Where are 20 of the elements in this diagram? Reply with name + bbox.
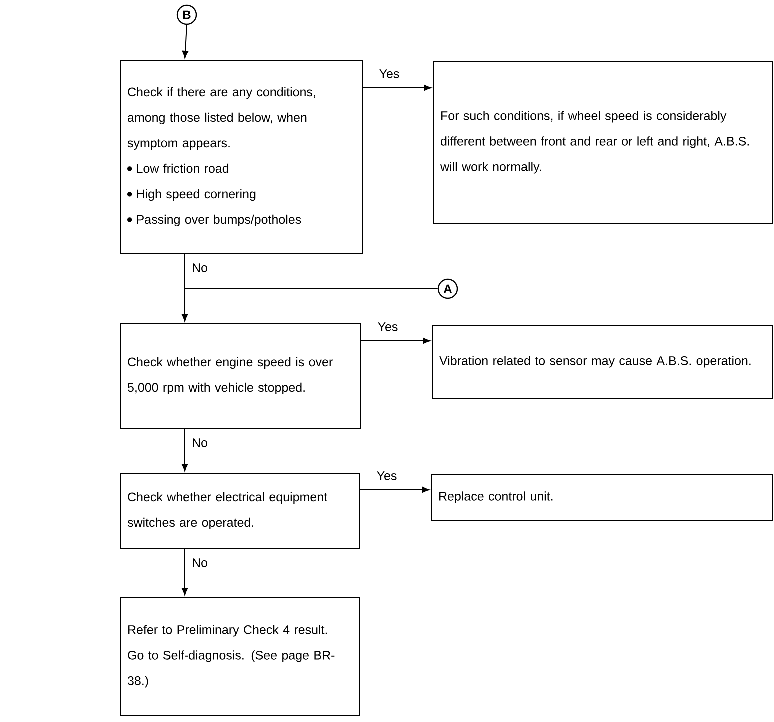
process-box: Check whether engine speed is over 5,000 rpm with vehicle stopped. bbox=[120, 323, 361, 429]
process-box: Check whether electrical equipment switches are operated. bbox=[120, 472, 360, 549]
edge-label: Yes bbox=[376, 470, 398, 482]
edge-label: No bbox=[191, 262, 209, 274]
process-box: For such conditions, if wheel speed is considerably different between front and rear or left and right, A.B.S. will work normally. bbox=[433, 60, 773, 224]
edge-label: No bbox=[191, 438, 209, 448]
arrow bbox=[360, 486, 430, 494]
process-box: Vibration related to sensor may cause A.B.S. operation. bbox=[432, 325, 773, 399]
arrow bbox=[362, 84, 432, 92]
arrow bbox=[182, 428, 188, 472]
arrow bbox=[182, 548, 188, 596]
edge-label: Yes bbox=[378, 68, 401, 80]
arrow bbox=[360, 338, 430, 344]
process-box: Check if there are any conditions, among those listed below, when symptom appears. Low friction road High speed cornering Passing over bumps/potholes bbox=[120, 60, 363, 254]
process-box: Refer to Preliminary Check 4 result. Go to Self-diagnosis. (See page BR-38.) bbox=[120, 596, 360, 716]
edge-label: Yes bbox=[376, 322, 400, 332]
process-box: Replace control unit. bbox=[431, 474, 773, 521]
edge-label: No bbox=[191, 558, 209, 568]
arrow bbox=[182, 24, 189, 58]
arrow bbox=[182, 288, 438, 322]
